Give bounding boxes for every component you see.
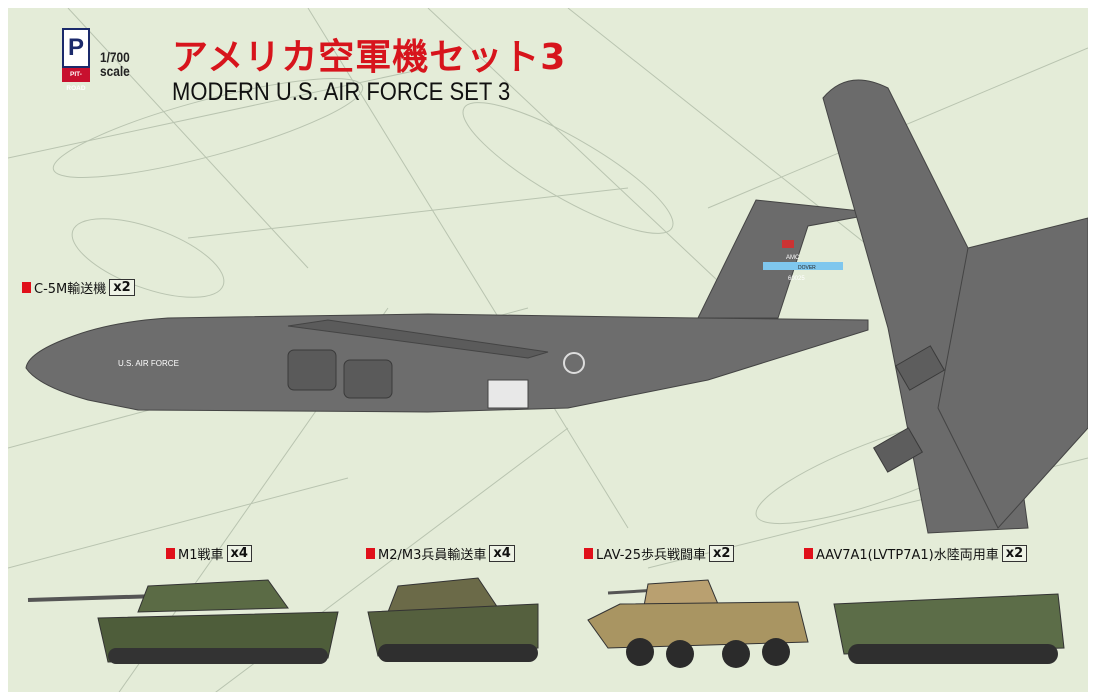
logo-brand: PIT-ROAD <box>62 68 90 92</box>
tail-band-text: DOVER <box>798 265 816 271</box>
lav25-image <box>587 579 809 668</box>
red-square-icon <box>22 282 31 293</box>
fuselage-text: U.S. AIR FORCE <box>118 359 179 368</box>
m2-bradley-image <box>367 577 539 662</box>
scale-ratio: 1/700 <box>100 49 130 65</box>
c5m-top-view <box>822 79 1088 534</box>
top-engine-2 <box>872 427 924 473</box>
c5m-top-wing <box>937 217 1088 529</box>
pit-road-logo: P PIT-ROAD <box>62 28 90 92</box>
tail-band <box>763 262 843 270</box>
vehicle-name: LAV-25歩兵戦闘車 <box>596 548 706 563</box>
title-japanese: アメリカ空軍機セット3 <box>172 37 567 78</box>
title-english: MODERN U.S. AIR FORCE SET 3 <box>172 78 511 106</box>
top-engine-1 <box>894 345 946 391</box>
vehicle-qty: x4 <box>226 545 252 562</box>
c5m-side-view: U.S. AIR FORCE AMC DOVER 60025 <box>25 199 881 413</box>
c5m-tail <box>697 199 881 319</box>
serial-text: 60025 <box>788 276 805 282</box>
vehicle-name: M1戦車 <box>178 548 224 563</box>
vehicle-qty: x2 <box>1001 545 1028 562</box>
scale-word: scale <box>100 63 130 79</box>
c5m-door <box>487 379 529 409</box>
tail-text: AMC <box>786 255 800 261</box>
aircraft-qty: x2 <box>109 279 135 296</box>
vehicle-qty: x2 <box>708 545 735 562</box>
roundel-icon <box>563 352 585 374</box>
logo-mark: P <box>62 28 90 68</box>
aircraft-name: C-5M輸送機 <box>34 282 107 297</box>
vehicles <box>27 577 1065 668</box>
vehicle-name: M2/M3兵員輸送車 <box>378 548 487 563</box>
engine-1 <box>287 349 337 391</box>
aircraft-label: C-5M輸送機 x2 <box>22 278 135 297</box>
flag-icon <box>782 240 794 248</box>
aav7-image <box>833 593 1065 664</box>
vehicle-label-m2: M2/M3兵員輸送車 x4 <box>366 544 515 563</box>
scale-label: 1/700 scale <box>100 50 130 78</box>
vehicle-name: AAV7A1(LVTP7A1)水陸両用車 <box>816 548 999 563</box>
engine-2 <box>343 359 393 399</box>
red-square-icon <box>804 548 813 559</box>
red-square-icon <box>166 548 175 559</box>
box-art: P PIT-ROAD 1/700 scale アメリカ空軍機セット3 MODER… <box>8 8 1088 692</box>
vehicle-label-m1: M1戦車 x4 <box>166 544 252 563</box>
red-square-icon <box>584 548 593 559</box>
c5m-wing <box>287 319 549 359</box>
vehicle-qty: x4 <box>489 545 515 562</box>
m1-tank-image <box>27 579 339 664</box>
c5m-fuselage <box>25 313 869 413</box>
red-square-icon <box>366 548 375 559</box>
vehicle-label-lav25: LAV-25歩兵戦闘車 x2 <box>584 544 735 563</box>
vehicle-label-aav7: AAV7A1(LVTP7A1)水陸両用車 x2 <box>804 544 1028 563</box>
